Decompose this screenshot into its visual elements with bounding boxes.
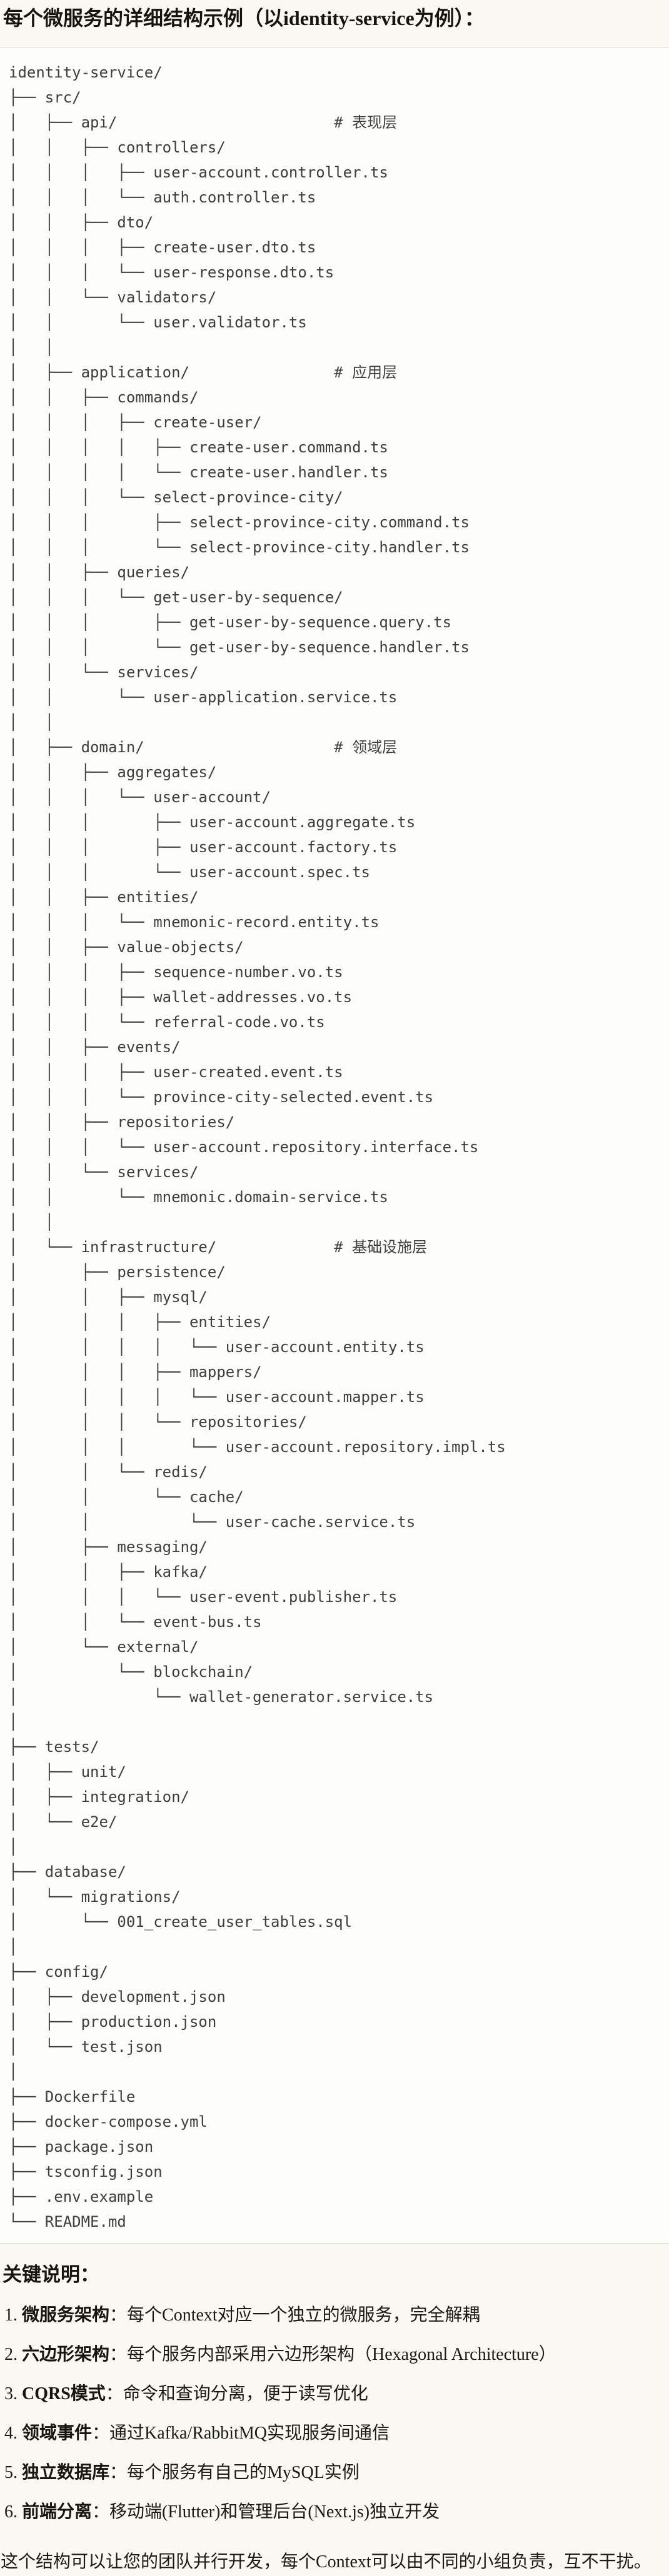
note-term: CQRS模式 — [22, 2384, 106, 2404]
note-number: 4. — [4, 2424, 18, 2443]
note-item: 2.六边形架构：每个服务内部采用六边形架构（Hexagonal Architec… — [4, 2343, 669, 2367]
note-item: 1.微服务架构：每个Context对应一个独立的微服务，完全解耦 — [4, 2304, 669, 2327]
note-desc: ：通过Kafka/RabbitMQ实现服务间通信 — [92, 2424, 390, 2443]
note-desc: ：命令和查询分离，便于读写优化 — [105, 2384, 368, 2404]
note-desc: ：每个服务有自己的MySQL实例 — [109, 2463, 360, 2482]
note-item: 5.独立数据库：每个服务有自己的MySQL实例 — [4, 2461, 669, 2485]
note-number: 1. — [4, 2305, 18, 2325]
note-term: 六边形架构 — [22, 2345, 110, 2364]
note-item: 6.前端分离：移动端(Flutter)和管理后台(Next.js)独立开发 — [4, 2500, 669, 2524]
notes-list: 1.微服务架构：每个Context对应一个独立的微服务，完全解耦 2.六边形架构… — [0, 2304, 669, 2524]
note-number: 3. — [4, 2384, 18, 2404]
note-number: 5. — [4, 2463, 18, 2482]
note-desc: ：移动端(Flutter)和管理后台(Next.js)独立开发 — [92, 2502, 440, 2522]
note-term: 前端分离 — [22, 2502, 93, 2522]
note-term: 微服务架构 — [22, 2305, 110, 2325]
note-number: 2. — [4, 2345, 18, 2364]
code-block: identity-service/ ├── src/ │ ├── api/ # … — [0, 47, 669, 2244]
note-item: 3.CQRS模式：命令和查询分离，便于读写优化 — [4, 2382, 669, 2406]
note-term: 领域事件 — [22, 2424, 93, 2443]
note-term: 独立数据库 — [22, 2463, 110, 2482]
note-number: 6. — [4, 2502, 18, 2522]
note-item: 4.领域事件：通过Kafka/RabbitMQ实现服务间通信 — [4, 2422, 669, 2445]
note-desc: ：每个服务内部采用六边形架构（Hexagonal Architecture） — [109, 2345, 556, 2364]
footer-paragraph: 这个结构可以让您的团队并行开发，每个Context可以由不同的小组负责，互不干扰… — [1, 2552, 651, 2572]
page-title: 每个微服务的详细结构示例（以identity-service为例）： — [3, 7, 485, 29]
notes-heading: 关键说明： — [3, 2264, 99, 2285]
note-desc: ：每个Context对应一个独立的微服务，完全解耦 — [109, 2305, 480, 2325]
directory-tree: identity-service/ ├── src/ │ ├── api/ # … — [9, 64, 506, 2230]
